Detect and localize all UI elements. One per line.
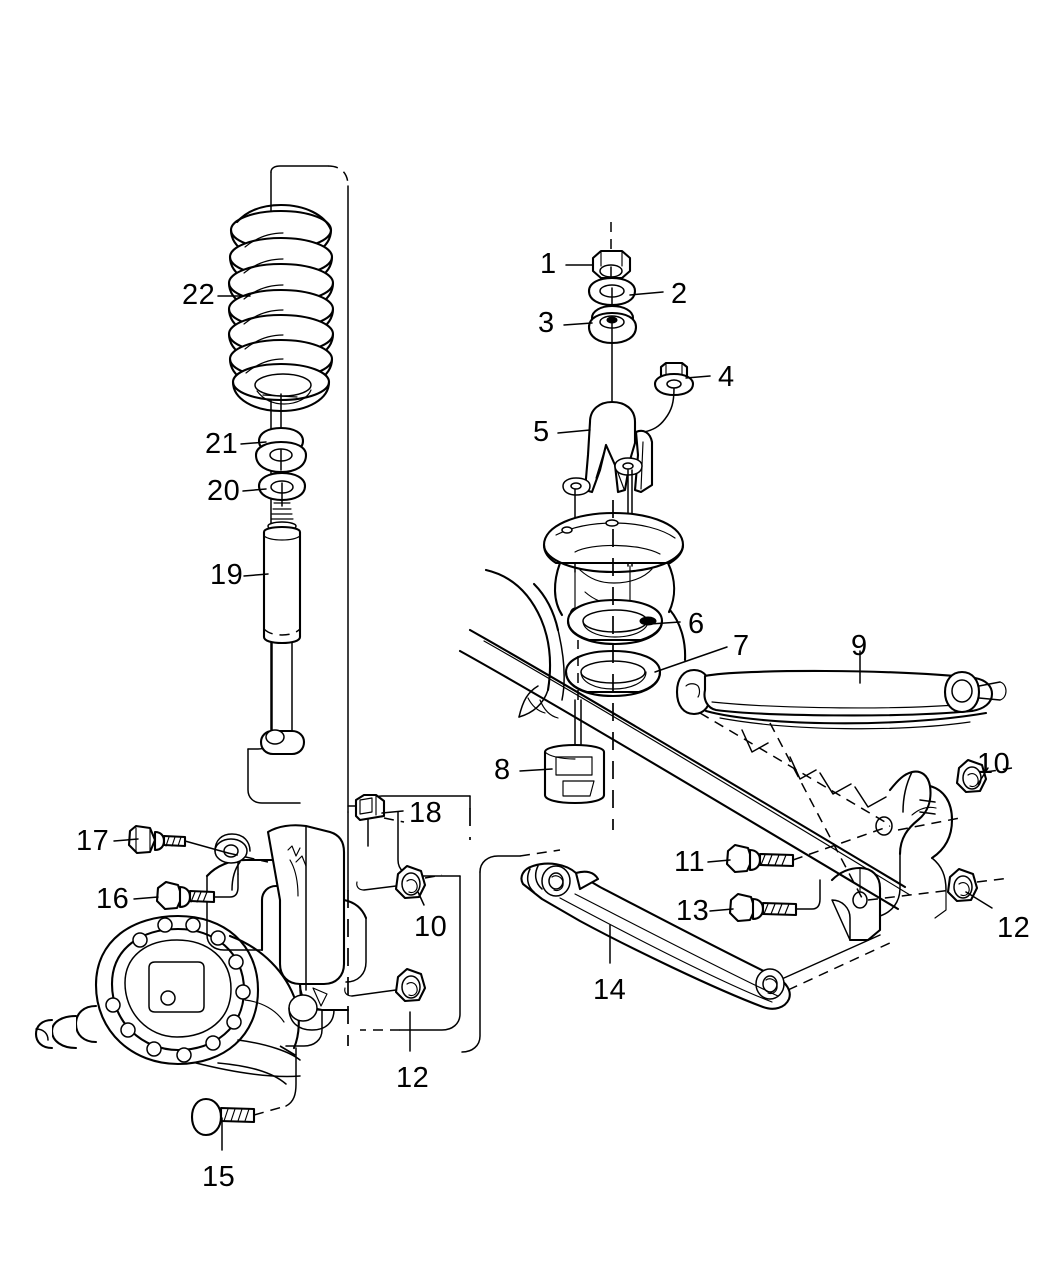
- right-axle-bracket: [699, 712, 961, 942]
- callout-coil-spring: 22: [182, 279, 216, 311]
- callout-upper-spring-isolator: 6: [688, 608, 705, 640]
- callout-shock-lower-washer: 20: [207, 475, 241, 507]
- callout-axle-bolt-lower: 16: [96, 883, 130, 915]
- shock-upper-bracket-illustration: [562, 400, 654, 623]
- spring-coils: [227, 203, 335, 413]
- callout-axle-bolt-upper: 17: [76, 825, 110, 857]
- leader-jounce-bumper: [519, 768, 553, 772]
- leader-upper-spring-isolator: [649, 621, 681, 625]
- leader-bracket-nut: [685, 375, 711, 379]
- callout-control-arm-nut-lower-left: 12: [396, 1062, 430, 1094]
- leader-lower-spring-isolator: [654, 646, 728, 673]
- retainer-clip-illustration: [347, 793, 405, 823]
- callout-leaders: [113, 264, 993, 1151]
- upper-control-arm-illustration: [675, 668, 1007, 730]
- control-arm-nut-lower-left-illustration: [344, 967, 427, 1003]
- upper-mount-nut-illustration: [591, 222, 632, 288]
- callout-retainer-clip: 18: [409, 797, 443, 829]
- callout-upper-mount-bushing: 3: [538, 307, 555, 339]
- callout-upper-mount-washer: 2: [671, 278, 688, 310]
- leader-control-arm-nut-upper-left: [417, 891, 425, 906]
- callout-upper-control-arm: 9: [851, 630, 868, 662]
- callout-upper-control-arm-bolt: 11: [674, 846, 706, 878]
- callout-lower-control-arm: 14: [593, 974, 627, 1006]
- jounce-bumper-illustration: [543, 640, 606, 805]
- upper-spring-isolator-illustration: [566, 598, 664, 646]
- control-arm-nut-lower-right-illustration: [946, 867, 1011, 903]
- callout-control-arm-nut-upper-left: 10: [414, 911, 448, 943]
- leader-lower-control-arm-bolt: [709, 908, 734, 912]
- callout-upper-mount-nut: 1: [540, 248, 557, 280]
- bracket-nut-illustration: [643, 361, 695, 433]
- leader-shock-absorber: [243, 573, 269, 577]
- upper-control-arm-bolt-illustration: [725, 825, 891, 874]
- callout-lower-spring-isolator: 7: [733, 630, 750, 662]
- leader-shock-upper-bushing: [240, 441, 267, 445]
- axle-bracket-bolt-illustration: [190, 1045, 301, 1137]
- callout-shock-upper-bracket: 5: [533, 416, 550, 448]
- callout-control-arm-nut-upper-right: 10: [977, 748, 1011, 780]
- axle-tube: [458, 628, 911, 911]
- leader-retainer-clip: [381, 810, 404, 814]
- callout-control-arm-nut-lower-right: 12: [997, 912, 1031, 944]
- callout-bracket-nut: 4: [718, 361, 735, 393]
- leader-control-arm-nut-lower-right: [965, 891, 993, 909]
- leader-axle-bolt-lower: [133, 896, 159, 900]
- callout-shock-absorber: 19: [210, 559, 244, 591]
- differential-housing: [34, 914, 301, 1078]
- lower-control-arm-illustration: [520, 862, 893, 1010]
- leader-upper-mount-bushing: [563, 322, 593, 326]
- leader-shock-lower-washer: [242, 488, 267, 492]
- upper-mount-washer-illustration: [587, 276, 637, 311]
- shock-absorber-illustration: [259, 502, 306, 756]
- shock-lower-washer-illustration: [257, 471, 307, 507]
- lower-control-arm-bolt-illustration: [728, 879, 821, 923]
- callout-shock-upper-bushing: 21: [205, 428, 239, 460]
- leader-upper-mount-washer: [629, 291, 664, 296]
- leader-shock-upper-bracket: [557, 429, 591, 434]
- shock-upper-bushing-illustration: [254, 426, 308, 474]
- callout-lower-control-arm-bolt: 13: [676, 895, 710, 927]
- callout-axle-bracket-bolt: 15: [202, 1161, 236, 1193]
- leader-upper-control-arm-bolt: [707, 859, 731, 863]
- control-arm-nut-upper-left-illustration: [356, 864, 443, 900]
- axle-bolt-lower-illustration: [155, 861, 239, 911]
- leader-control-arm-nut-upper-right: [977, 767, 989, 785]
- callout-jounce-bumper: 8: [494, 754, 511, 786]
- center-axle-bracket: [205, 795, 561, 1053]
- axle-bolt-upper-illustration: [127, 824, 269, 863]
- leader-axle-bolt-upper: [113, 838, 139, 842]
